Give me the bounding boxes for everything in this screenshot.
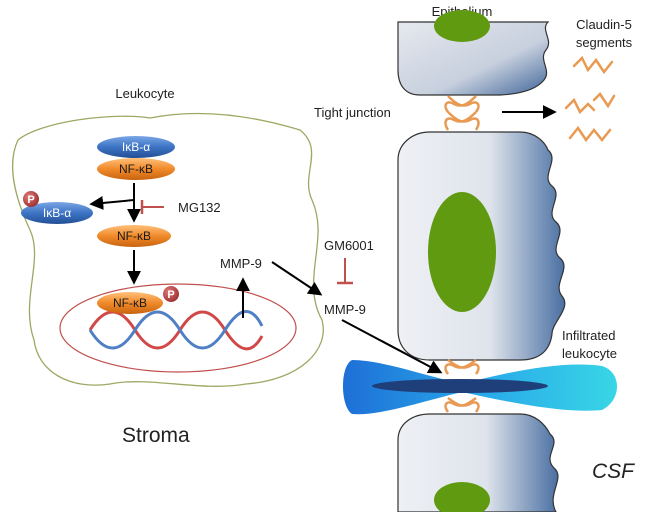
- nfkb-complex-oval: [97, 158, 175, 180]
- ikb-alpha-released-label: IκB-α: [43, 206, 71, 220]
- tight-junction-top: [444, 95, 480, 131]
- leukocyte-cell-outline: [12, 112, 324, 387]
- tight-junction-label: Tight junction: [314, 105, 391, 120]
- claudin-label-line1: Claudin-5: [576, 17, 632, 32]
- mg132-label: MG132: [178, 200, 221, 215]
- phospho-label: P: [27, 194, 34, 206]
- csf-label: CSF: [592, 460, 635, 483]
- tight-junction-bottom: [444, 358, 480, 413]
- nfkb-dna-oval: [97, 292, 163, 314]
- infiltrated-leukocyte-nucleus: [372, 379, 548, 393]
- mmp9-inside-label: MMP-9: [220, 256, 262, 271]
- nfkb-dna-label: NF-κB: [113, 296, 147, 310]
- mmp9-secretion-arrow: [271, 261, 323, 296]
- nfkb-complex-label: NF-κB: [119, 162, 153, 176]
- phospho-dna-icon: [163, 286, 179, 302]
- phospho-dna-label: P: [167, 289, 174, 301]
- phospho-icon: [23, 191, 39, 207]
- stroma-label: Stroma: [122, 424, 190, 447]
- arrow-to-ikb-release: [89, 183, 135, 210]
- claudin-label-line2: segments: [576, 35, 633, 50]
- infiltrated-label-line1: Infiltrated: [562, 328, 615, 343]
- ikb-alpha-complex-oval: [97, 136, 175, 158]
- gm6001-label: GM6001: [324, 238, 374, 253]
- leukocyte-label: Leukocyte: [115, 86, 174, 101]
- ikb-alpha-complex-label: IκB-α: [122, 140, 150, 154]
- epithelial-cell-top: [397, 21, 550, 96]
- dna-helix-icon: [88, 310, 264, 351]
- nucleus-outline: [59, 283, 297, 373]
- infiltrated-label-line2: leukocyte: [562, 346, 617, 361]
- mmp9-outside-label: MMP-9: [324, 302, 366, 317]
- epithelial-nucleus-top: [434, 10, 490, 42]
- nfkb-free-oval: [97, 225, 171, 247]
- epithelial-cell-bottom: [397, 413, 559, 513]
- ikb-alpha-released-oval: [21, 202, 93, 224]
- nfkb-free-label: NF-κB: [117, 229, 151, 243]
- mmp9-to-junction-arrow: [341, 319, 443, 374]
- claudin-fragment-icon: [564, 55, 616, 143]
- epithelial-nucleus-bottom: [434, 482, 490, 517]
- epithelial-nucleus-middle: [428, 192, 496, 312]
